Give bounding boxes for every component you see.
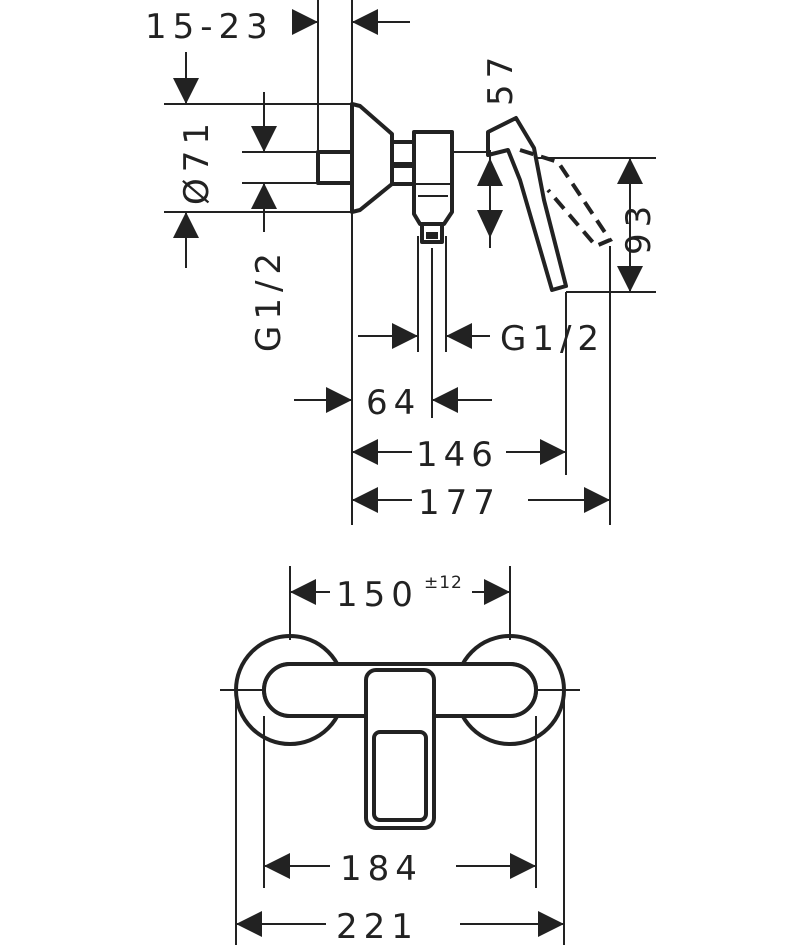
arrow-64-left <box>326 387 352 413</box>
dim-label-15-23: 15-23 <box>145 7 274 47</box>
arrow-184-right <box>510 853 536 879</box>
arrow-93-top <box>617 158 643 184</box>
arrow-177-right <box>584 487 610 513</box>
arrow-57-top <box>477 158 503 186</box>
arrow-150-right <box>484 579 510 605</box>
dim-label-57: 57 <box>481 51 521 106</box>
dim-label-g12-right: G1/2 <box>500 319 605 359</box>
arrow-221-left <box>236 911 262 937</box>
dim-label-93: 93 <box>619 200 659 255</box>
dim-label-221: 221 <box>336 907 419 947</box>
shower-outlet <box>420 222 444 244</box>
dim-label-146: 146 <box>416 435 499 475</box>
front-view: 150 ±12 184 221 <box>220 566 580 947</box>
arrow-146-right <box>540 439 566 465</box>
arrow-177-left <box>352 487 378 513</box>
front-handle <box>364 668 436 830</box>
arrow-g12-left-top <box>251 126 277 152</box>
dim-label-g12-left: G1/2 <box>249 247 289 352</box>
arrow-150-left <box>290 579 316 605</box>
arrow-g12-right-right <box>446 323 472 349</box>
arrow-g12-right-left <box>392 323 418 349</box>
wall-connection-nipple <box>316 150 354 185</box>
body-connector <box>390 140 416 166</box>
dim-label-177: 177 <box>418 483 501 523</box>
arrow-146-left <box>352 439 378 465</box>
arrow-57-bottom <box>477 210 503 238</box>
dim-label-150-tolerance: ±12 <box>424 573 463 593</box>
dim-label-d71: Ø71 <box>177 117 217 205</box>
arrow-d71-top <box>173 78 199 104</box>
side-view: 15-23 Ø71 G1/2 <box>145 0 659 525</box>
handle-lever <box>486 116 568 292</box>
arrow-93-bottom <box>617 266 643 292</box>
arrow-64-right <box>432 387 458 413</box>
arrow-g12-left-bottom <box>251 183 277 209</box>
dim-label-64: 64 <box>366 383 421 423</box>
arrow-221-right <box>538 911 564 937</box>
valve-body <box>412 130 454 226</box>
arrow-184-left <box>264 853 290 879</box>
rosette-flange <box>350 102 394 214</box>
dim-label-184: 184 <box>340 849 423 889</box>
front-handle-lever <box>372 730 428 822</box>
dim-label-150: 150 <box>336 575 419 615</box>
arrow-d71-bottom <box>173 212 199 238</box>
